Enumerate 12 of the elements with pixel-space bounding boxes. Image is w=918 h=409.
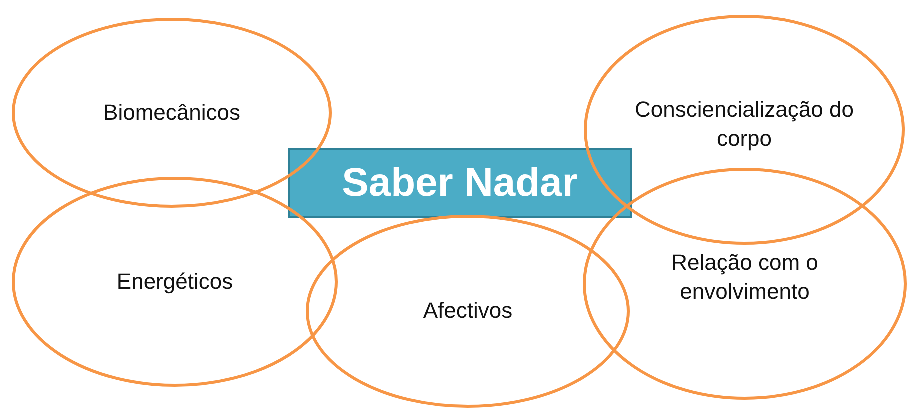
ellipse-node	[584, 15, 905, 245]
ellipse-node	[583, 168, 907, 400]
node-label: Biomecânicos	[104, 98, 240, 127]
ellipse-node	[12, 18, 332, 208]
ellipse-node	[12, 177, 338, 387]
node-label: Saber Nadar	[342, 163, 578, 203]
node-label: Afectivos	[423, 297, 513, 326]
title-box	[288, 148, 632, 218]
ellipse-node	[306, 215, 630, 408]
node-label: Energéticos	[116, 268, 234, 296]
node-label: Consciencialização do corpo	[634, 96, 855, 153]
node-label: Relação com o envolvimento	[670, 249, 820, 306]
